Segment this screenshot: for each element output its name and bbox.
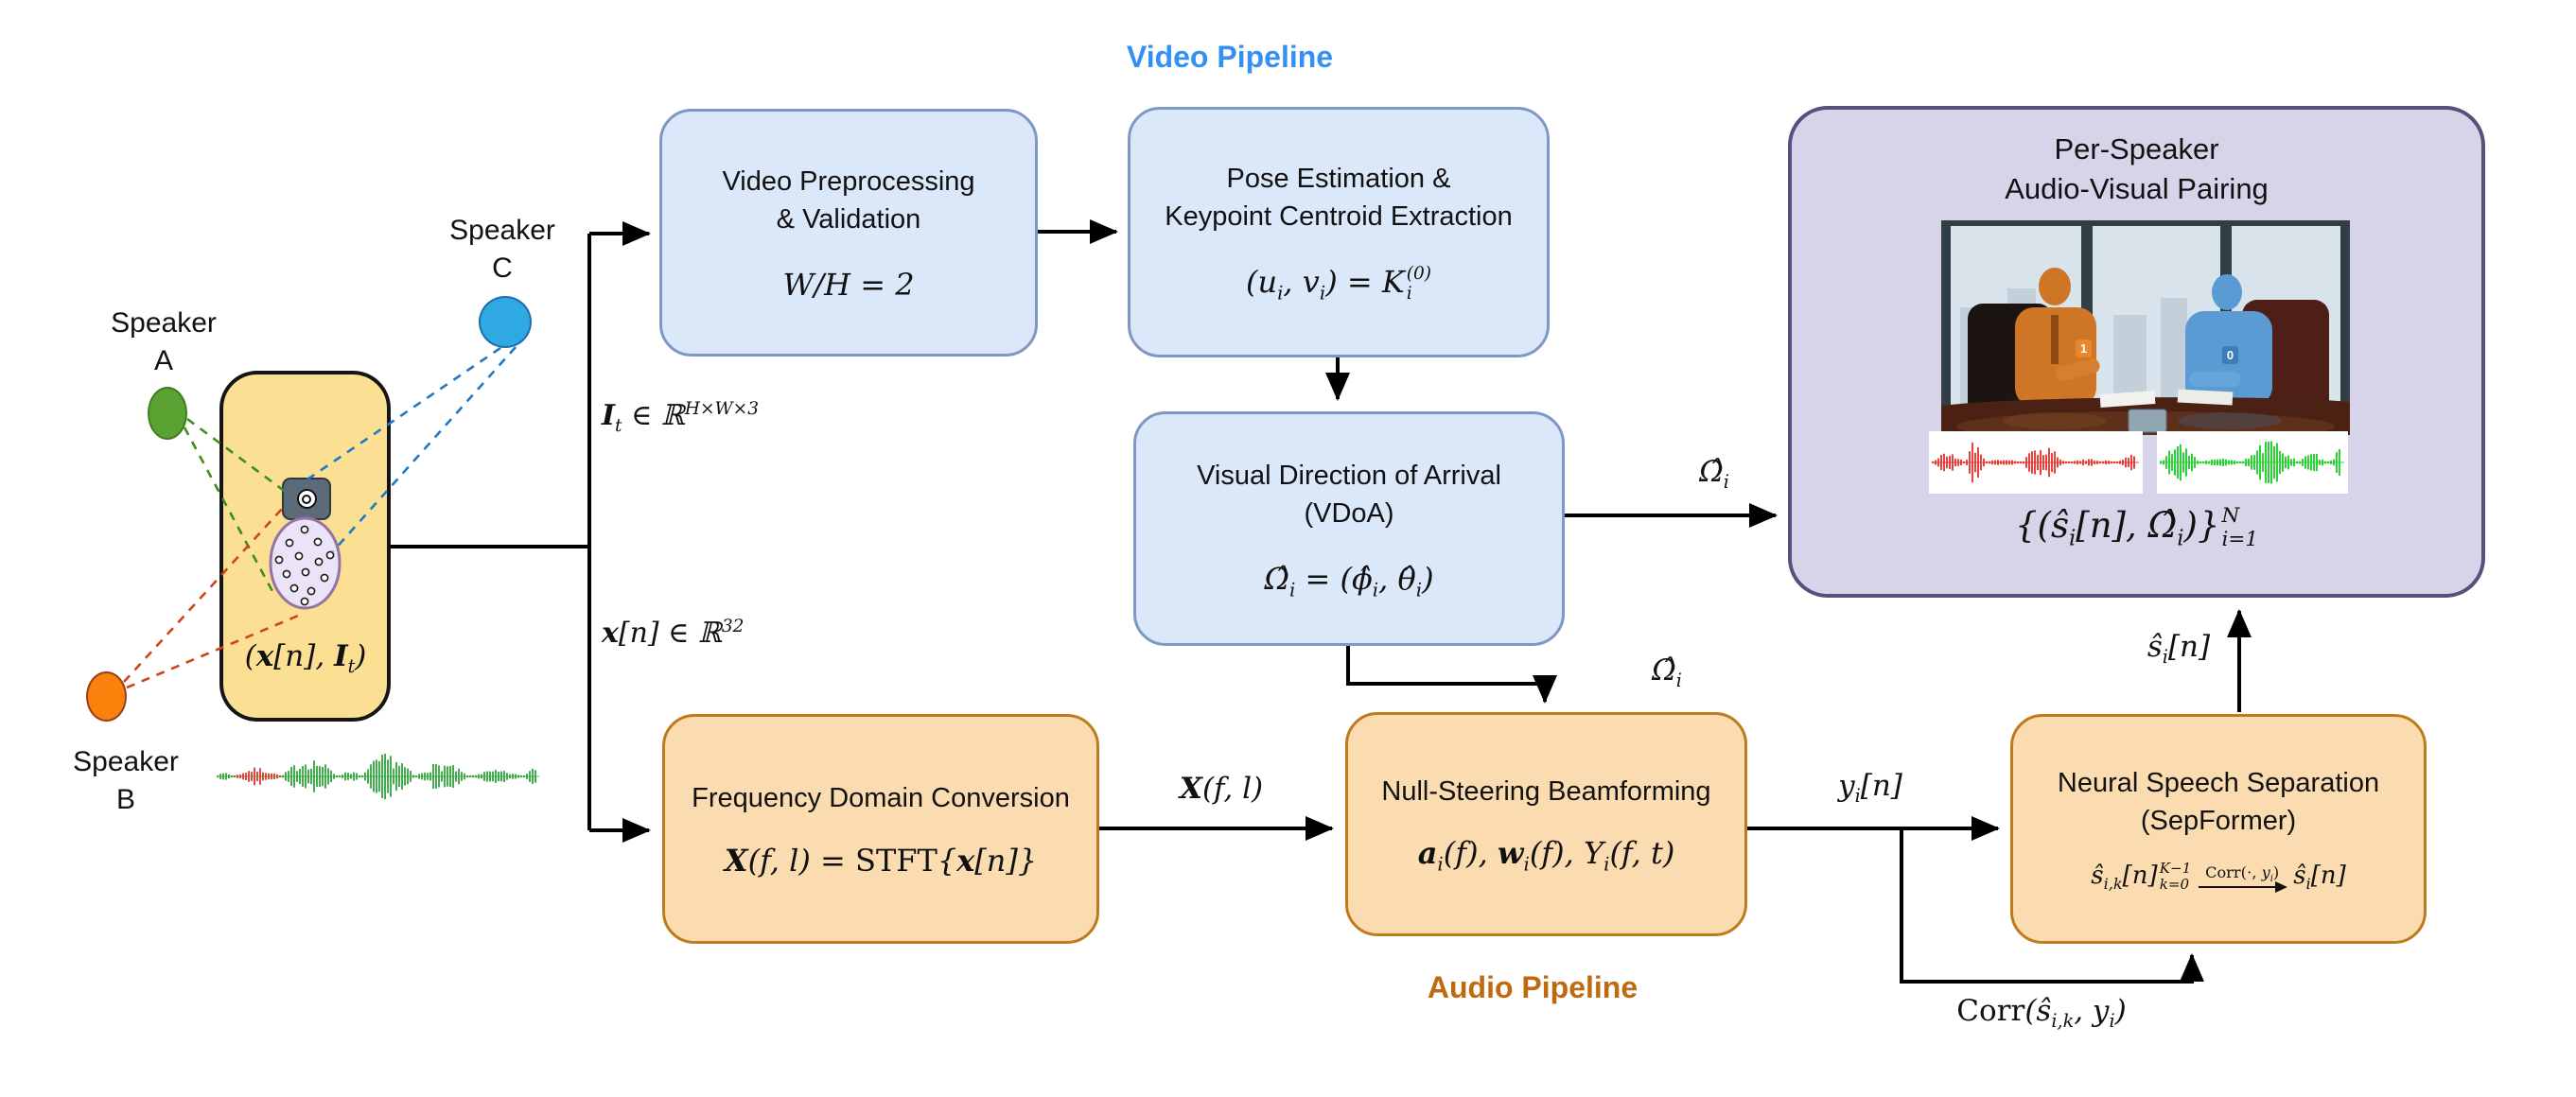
speaker-1-badge: 1 [2076,340,2092,357]
camera-lens-icon [282,478,331,520]
video-preprocessing-box: Video Preprocessing & Validation W/H = 2 [659,109,1038,357]
audio-visual-pairing-box: Per-Speaker Audio-Visual Pairing [1788,106,2485,598]
mic-array-icon [269,516,342,610]
red-waveform-image [1929,431,2143,494]
audio-pipeline-title: Audio Pipeline [1427,970,1638,1004]
beamforming-output-label: yi[n] [1838,769,1902,808]
pose-estimation-box: Pose Estimation & Keypoint Centroid Extr… [1128,107,1550,357]
green-waveform-image [2157,431,2348,494]
correlation-label: Corr(ŝi,k, yi) [1956,994,2127,1033]
stft-output-label: X(f, l) [1179,772,1264,806]
two-speakers-photo [1941,220,2350,435]
vdoa-to-beamforming-label: Ω̂i [1652,653,1682,692]
separation-output-label: ŝi[n] [2147,630,2211,669]
audio-input-label: x[n] ∈ ℝ32 [602,617,745,650]
speaker-c-marker [479,296,532,348]
speech-separation-box: Neural Speech Separation (SepFormer) ŝi,… [2010,714,2427,944]
speaker-b-label: Speaker B [73,746,179,815]
speaker-c-label: Speaker C [449,215,555,284]
video-input-label: It ∈ ℝH×W×3 [602,399,760,436]
vdoa-box: Visual Direction of Arrival (VDoA) Ω̂i =… [1133,411,1565,646]
mixed-waveform-image [217,753,539,800]
vdoa-to-pairing-label: Ω̂i [1699,455,1729,494]
speaker-b-marker [86,671,127,722]
edge-vdoa-to-beamforming [1346,646,1557,704]
frequency-domain-box: Frequency Domain Conversion X(f, l) = ST… [662,714,1099,944]
speaker-a-label: Speaker A [111,307,217,376]
video-pipeline-title: Video Pipeline [1126,40,1334,74]
beamforming-box: Null-Steering Beamforming ai(f), wi(f), … [1345,712,1747,936]
speaker-0-badge: 0 [2222,346,2238,364]
device-signals-label: (x[n], It) [244,639,367,678]
speaker-a-marker [148,387,187,440]
